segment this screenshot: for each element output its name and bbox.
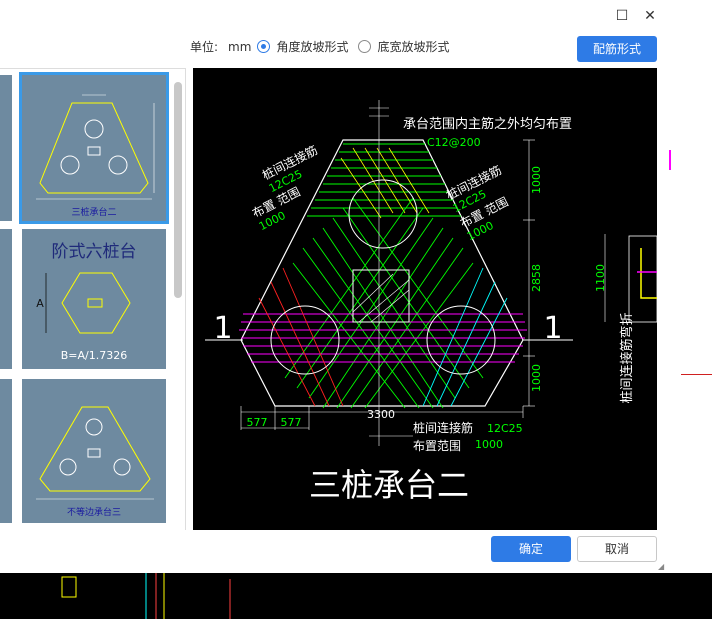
thumb-stepped-six-pile-cap[interactable]: 阶式六桩台 A B=A/1.7326 [22,229,166,369]
diagonal-rebar-right [284,197,474,409]
stepped-six-pile-cap-icon: 阶式六桩台 A B=A/1.7326 [36,242,137,362]
unequal-cap-icon: 不等边承台三 [36,406,154,518]
section-mark-right: 1 [543,311,562,346]
thumb-caption: 三桩承台二 [71,206,116,218]
radio-bottom-width-slope[interactable] [358,40,372,53]
bottom-label-1: 桩间连接筋 [413,420,473,435]
bottom-label-2: 布置范围 [413,439,461,453]
dim-bottom-b: 577 [281,416,302,429]
thumb-three-pile-cap-2[interactable]: 三桩承台二 [19,72,169,224]
pile-left [270,305,340,375]
maximize-icon[interactable]: ☐ [615,8,629,24]
thumb-partial-1[interactable] [0,75,12,221]
cancel-button[interactable]: 取消 [577,536,657,562]
background-app-edge [669,0,712,573]
dim-right-mid: 2858 [530,264,543,292]
note-top: 承台范围内主筋之外均匀布置 [403,116,572,132]
bottom-width: 1000 [475,438,503,451]
resize-grip-icon[interactable]: ◢ [658,562,665,571]
radio-angle-slope-label[interactable]: 角度放坡形式 [276,40,349,54]
unit-value: mm [228,39,252,54]
side-label: 桩间连接筋弯折 [619,312,635,403]
pile-right [426,305,496,375]
radio-angle-slope[interactable] [257,40,271,53]
cyan-rebar [422,267,508,407]
radio-bottom-width-slope-label[interactable]: 底宽放坡形式 [377,40,450,54]
unit-toolbar: 单位: mm 角度放坡形式 底宽放坡形式 [190,38,449,55]
section-mark-left: 1 [213,311,232,346]
ok-button[interactable]: 确定 [491,536,571,562]
column [352,269,410,323]
side-dim: 1100 [594,264,607,292]
bottom-spec: 12C25 [487,422,523,435]
spec-top: C12@200 [427,136,481,149]
rebar-dialog: ☐ ✕ 单位: mm 角度放坡形式 底宽放坡形式 配筋形式 [0,0,669,573]
dim-right-top: 1000 [530,166,543,194]
cap-type-gallery: 三桩承台二 阶式六桩台 A B=A/1.7326 [0,68,186,530]
three-pile-cap-icon: 三桩承台二 [36,94,155,218]
gallery-scrollbar[interactable] [174,82,182,298]
cad-preview: 1 1 1000 2858 1000 3300 577 [193,68,657,530]
unit-label: 单位: [190,40,219,54]
drawing-title: 三桩承台二 [309,466,469,504]
cap-drawing: 1 1 1000 2858 1000 3300 577 [205,100,657,504]
close-icon[interactable]: ✕ [644,8,656,24]
rebar-form-button[interactable]: 配筋形式 [577,36,657,62]
dim-right-bottom: 1000 [530,364,543,392]
red-rebar [258,267,344,407]
top-rebar-band [307,143,461,217]
thumb-title: 阶式六桩台 [52,242,137,262]
thumb-partial-2[interactable] [0,229,12,369]
bottom-rebar-band [239,313,527,363]
background-cad-area [0,573,712,619]
dim-bottom-a: 577 [247,416,268,429]
pile-top [348,179,418,249]
thumb-partial-3[interactable] [0,379,12,523]
thumb-dim-label: A [36,297,44,310]
thumb-caption: 不等边承台三 [67,506,121,518]
dim-bottom-total: 3300 [367,408,395,421]
thumb-formula: B=A/1.7326 [61,349,127,362]
thumb-unequal-cap-3[interactable]: 不等边承台三 [22,379,166,523]
diagonal-rebar-left [292,197,484,409]
